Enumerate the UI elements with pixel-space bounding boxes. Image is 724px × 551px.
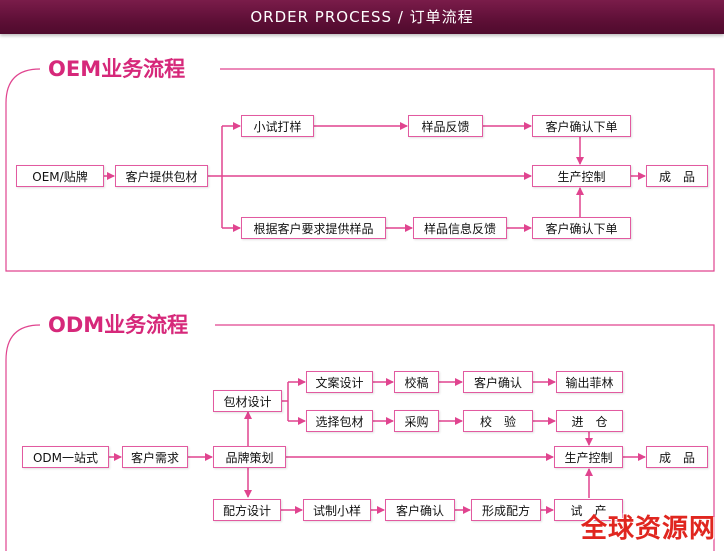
oem-node-customer-confirm-order-top: 客户确认下单 bbox=[532, 115, 631, 137]
oem-node-finished: 成 品 bbox=[646, 165, 708, 187]
oem-node-sample-info-feedback: 样品信息反馈 bbox=[413, 217, 507, 239]
watermark-logo: 全球资源网 bbox=[580, 514, 716, 544]
odm-node-warehousing: 进 仓 bbox=[556, 410, 623, 432]
odm-node-trial-production: 试 产 bbox=[554, 499, 623, 521]
oem-frame bbox=[5, 68, 715, 272]
odm-node-customer-confirm-top: 客户确认 bbox=[463, 371, 533, 393]
header-bar: ORDER PROCESS / 订单流程 bbox=[0, 0, 724, 34]
odm-node-inspection: 校 验 bbox=[463, 410, 533, 432]
odm-node-purchase: 采购 bbox=[394, 410, 439, 432]
odm-node-trial-sample: 试制小样 bbox=[303, 499, 371, 521]
odm-node-brand-planning: 品牌策划 bbox=[213, 446, 286, 468]
odm-node-customer-confirm-bottom: 客户确认 bbox=[385, 499, 455, 521]
oem-node-oem-label: OEM/贴牌 bbox=[16, 165, 104, 187]
odm-node-production-control: 生产控制 bbox=[554, 446, 623, 468]
odm-node-choose-packaging: 选择包材 bbox=[306, 410, 373, 432]
oem-node-small-trial: 小试打样 bbox=[241, 115, 314, 137]
odm-node-form-formula: 形成配方 bbox=[471, 499, 541, 521]
oem-node-sample-by-requirement: 根据客户要求提供样品 bbox=[241, 217, 386, 239]
oem-node-customer-confirm-order-bottom: 客户确认下单 bbox=[532, 217, 631, 239]
odm-node-copy-design: 文案设计 bbox=[306, 371, 373, 393]
oem-section-title: OEM业务流程 bbox=[40, 56, 194, 82]
odm-node-packaging-design: 包材设计 bbox=[213, 390, 282, 412]
odm-node-customer-needs: 客户需求 bbox=[122, 446, 188, 468]
page-title: ORDER PROCESS / 订单流程 bbox=[250, 8, 474, 26]
oem-node-sample-feedback: 样品反馈 bbox=[408, 115, 483, 137]
odm-frame bbox=[5, 324, 715, 551]
oem-node-customer-materials: 客户提供包材 bbox=[115, 165, 208, 187]
oem-node-production-control: 生产控制 bbox=[532, 165, 631, 187]
odm-node-film-output: 输出菲林 bbox=[556, 371, 623, 393]
odm-node-odm-label: ODM一站式 bbox=[22, 446, 109, 468]
odm-node-finished: 成 品 bbox=[646, 446, 708, 468]
odm-section-title: ODM业务流程 bbox=[40, 312, 197, 338]
odm-node-proofread: 校稿 bbox=[394, 371, 439, 393]
odm-node-formula-design: 配方设计 bbox=[213, 499, 281, 521]
